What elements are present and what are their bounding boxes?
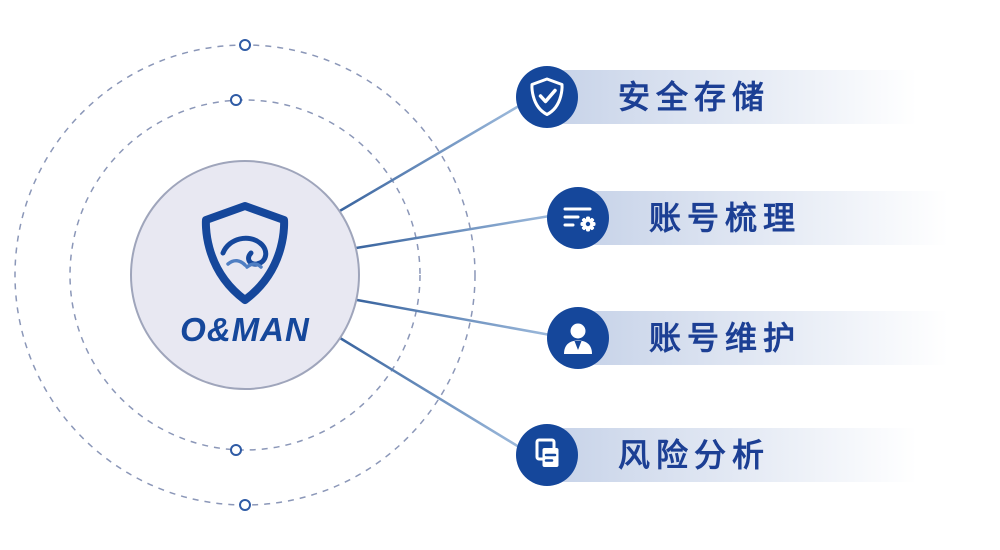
connector-line-3 bbox=[355, 298, 558, 338]
feature-label: 账号维护 bbox=[649, 320, 802, 356]
feature-label: 安全存储 bbox=[618, 79, 771, 115]
brand-hub: O&MAN bbox=[130, 160, 360, 390]
orbit-node bbox=[239, 39, 251, 51]
feature-bar bbox=[578, 191, 948, 245]
shield-wave-icon bbox=[201, 202, 289, 304]
feature-label: 风险分析 bbox=[618, 437, 771, 473]
orbit-node bbox=[230, 94, 242, 106]
feature-bar bbox=[547, 428, 917, 482]
connector-line-1 bbox=[336, 101, 526, 214]
feature-bar bbox=[547, 70, 917, 124]
user-icon bbox=[547, 307, 609, 369]
gear-part bbox=[580, 216, 596, 232]
connector-line-2 bbox=[354, 213, 558, 250]
documents-icon bbox=[516, 424, 578, 486]
inner-dashed-orbit bbox=[69, 99, 421, 451]
brand-name: O&MAN bbox=[180, 311, 310, 348]
account-list-gear-icon bbox=[547, 187, 609, 249]
feature-label: 账号梳理 bbox=[649, 200, 802, 236]
orbit-node bbox=[230, 444, 242, 456]
orbit-node bbox=[239, 499, 251, 511]
shield-check-icon bbox=[516, 66, 578, 128]
connector-line-4 bbox=[338, 336, 526, 452]
feature-bar bbox=[578, 311, 948, 365]
